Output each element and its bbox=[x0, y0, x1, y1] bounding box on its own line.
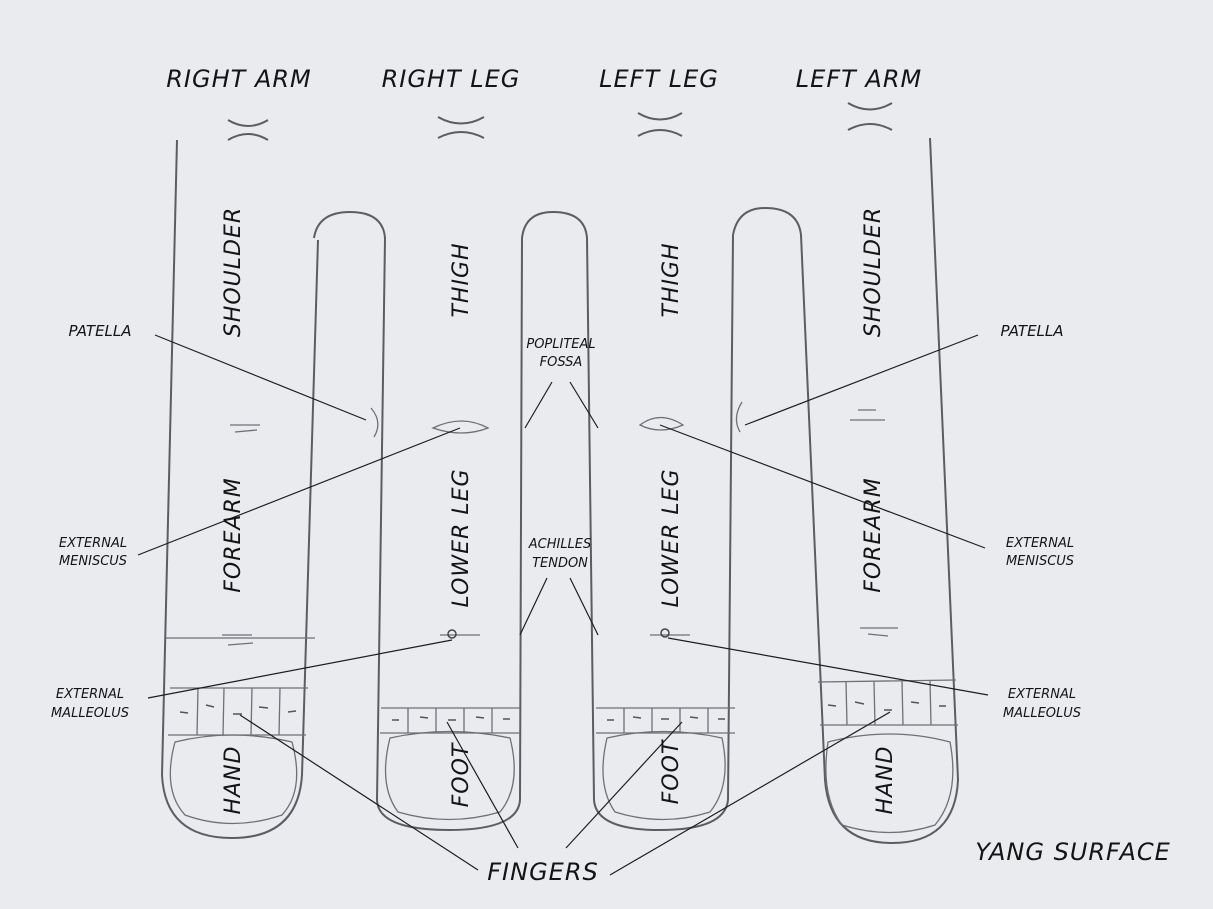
label-patella-left: PATELLA bbox=[68, 322, 131, 340]
label-left-hand: HAND bbox=[873, 746, 898, 815]
label-meniscus-right-line1: EXTERNAL bbox=[1006, 536, 1074, 551]
label-right-foot: FOOT bbox=[449, 742, 474, 807]
label-malleolus-right-line1: EXTERNAL bbox=[1008, 687, 1076, 702]
header-right-arm: RIGHT ARM bbox=[166, 65, 312, 93]
label-malleolus-left-line2: MALLEOLUS bbox=[51, 706, 129, 721]
header-right-leg: RIGHT LEG bbox=[382, 65, 521, 93]
label-malleolus-left-line1: EXTERNAL bbox=[56, 687, 124, 702]
label-achilles-line2: TENDON bbox=[532, 556, 588, 571]
label-right-thigh: THIGH bbox=[449, 242, 474, 317]
label-popliteal-line1: POPLITEAL bbox=[526, 337, 595, 352]
label-meniscus-right-line2: MENISCUS bbox=[1006, 554, 1074, 569]
label-left-forearm: FOREARM bbox=[861, 477, 886, 592]
label-meniscus-left-line2: MENISCUS bbox=[59, 554, 127, 569]
label-right-lower-leg: LOWER LEG bbox=[449, 468, 474, 607]
label-left-foot: FOOT bbox=[659, 739, 684, 804]
label-right-forearm: FOREARM bbox=[221, 477, 246, 592]
label-right-hand: HAND bbox=[221, 746, 246, 815]
label-meniscus-left-line1: EXTERNAL bbox=[59, 536, 127, 551]
label-right-shoulder: SHOULDER bbox=[221, 207, 246, 337]
label-left-thigh: THIGH bbox=[659, 242, 684, 317]
caption-yang-surface: YANG SURFACE bbox=[975, 838, 1171, 866]
label-achilles-line1: ACHILLES bbox=[528, 537, 592, 552]
label-patella-right: PATELLA bbox=[1000, 322, 1063, 340]
header-left-leg: LEFT LEG bbox=[599, 65, 719, 93]
label-left-shoulder: SHOULDER bbox=[861, 207, 886, 337]
header-left-arm: LEFT ARM bbox=[796, 65, 922, 93]
label-left-lower-leg: LOWER LEG bbox=[659, 468, 684, 607]
label-popliteal-line2: FOSSA bbox=[540, 355, 583, 370]
label-fingers: FINGERS bbox=[487, 858, 599, 886]
label-malleolus-right-line2: MALLEOLUS bbox=[1003, 706, 1081, 721]
